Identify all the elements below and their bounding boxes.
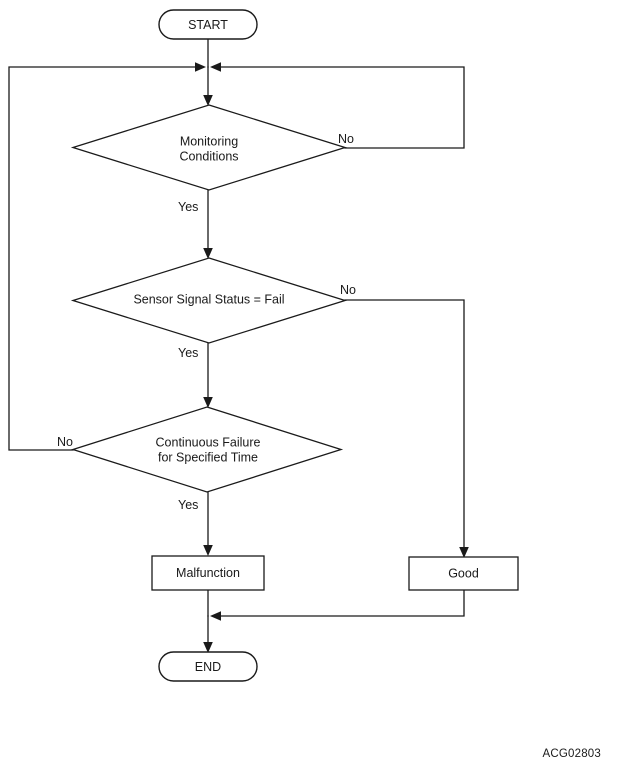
edge-label-decision2-yes: Yes: [178, 346, 198, 360]
edge-label-decision2-no: No: [340, 283, 356, 297]
edge-decision1-no-loopback: [216, 66, 465, 149]
node-malfunction[interactable]: [151, 555, 265, 591]
node-decision-continuous-failure[interactable]: [70, 406, 344, 493]
figure-code-label: ACG02803: [542, 748, 601, 760]
node-decision-monitoring-conditions[interactable]: [70, 104, 348, 191]
node-end-label: END: [195, 660, 221, 674]
arrowhead-loopback-right: [210, 62, 221, 72]
node-decision1-label-line1: Monitoring: [180, 134, 238, 148]
node-start-label: START: [188, 18, 228, 32]
edge-label-decision1-yes: Yes: [178, 200, 198, 214]
edge-label-decision3-yes: Yes: [178, 498, 198, 512]
node-start[interactable]: [158, 9, 258, 40]
arrowhead-into-decision3: [203, 397, 213, 408]
edge-decision3-no-loopback: [8, 66, 200, 451]
arrowhead-into-decision1: [203, 95, 213, 106]
edge-good-to-merge: [216, 589, 465, 617]
node-good-label: Good: [448, 566, 479, 580]
node-good[interactable]: [408, 556, 519, 591]
arrowhead-into-malfunction: [203, 545, 213, 556]
arrowhead-merge-left: [210, 611, 221, 621]
edge-label-decision1-no: No: [338, 132, 354, 146]
edge-decision2-no-to-good: [344, 299, 465, 551]
node-decision-sensor-signal-status[interactable]: [70, 257, 348, 344]
arrowhead-loopback-left: [195, 62, 206, 72]
node-malfunction-label: Malfunction: [176, 566, 240, 580]
arrowhead-into-end: [203, 642, 213, 653]
node-decision2-label-line1: Sensor Signal Status = Fail: [133, 292, 284, 306]
node-decision1-label-line2: Conditions: [179, 149, 238, 163]
arrowhead-into-good: [459, 547, 469, 558]
arrowhead-into-decision2: [203, 248, 213, 259]
node-decision3-label-line2: for Specified Time: [158, 450, 258, 464]
node-decision3-label-line1: Continuous Failure: [156, 435, 261, 449]
edge-label-decision3-no: No: [57, 435, 73, 449]
node-end[interactable]: [158, 651, 258, 682]
